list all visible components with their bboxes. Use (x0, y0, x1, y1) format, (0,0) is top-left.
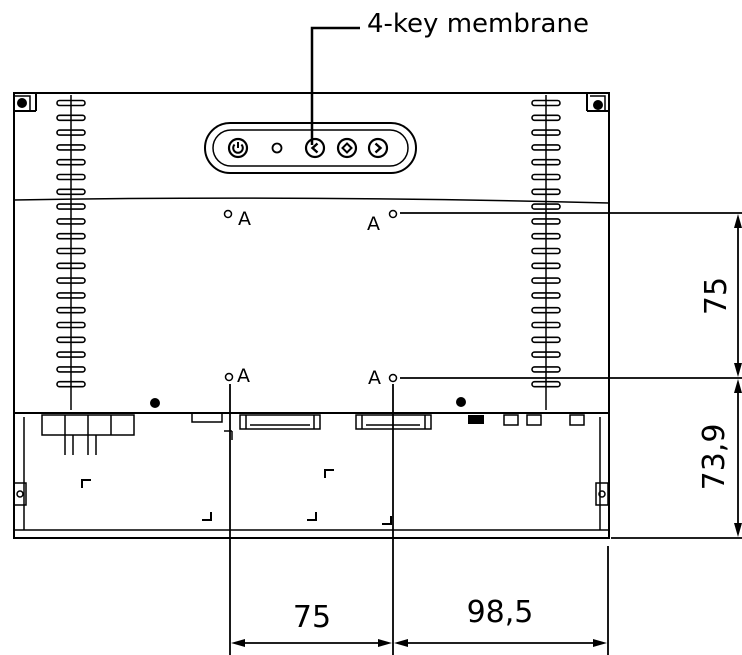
device-outline (13, 92, 610, 539)
vent-fin (56, 144, 86, 151)
vent-fin (56, 366, 86, 373)
enter-icon (341, 142, 353, 154)
device-body (13, 92, 610, 539)
mount-hole-label: A (238, 208, 251, 230)
vent-fin (531, 188, 561, 196)
power-key[interactable] (227, 137, 249, 159)
mount-hole-label: A (237, 365, 250, 387)
mount-hole-bottom-left: A (224, 365, 250, 387)
corner-screw-right (590, 95, 606, 112)
rear-connectors (13, 397, 609, 525)
vent-fin (56, 114, 86, 122)
vent-fin (531, 366, 561, 373)
vent-fin (56, 173, 86, 181)
vent-fin (531, 114, 561, 122)
keypad-outline (204, 122, 417, 174)
indicator-dot-icon (271, 142, 283, 154)
vent-fin (56, 292, 86, 299)
jack-2 (526, 414, 542, 426)
vent-fin (531, 203, 561, 210)
arrow-left-icon (310, 142, 319, 154)
vent-fin (531, 292, 561, 299)
side-latch-left (13, 482, 27, 506)
lid-seam-line (13, 197, 610, 204)
power-icon (232, 142, 244, 154)
mount-hole-bottom-right: A (368, 367, 398, 389)
vent-fin (531, 336, 561, 344)
vent-fin (531, 232, 561, 240)
vent-fin (531, 306, 561, 314)
status-indicator (271, 142, 283, 154)
vent-fin (56, 232, 86, 240)
panel-corner-marks (81, 469, 392, 525)
vent-fin (531, 99, 561, 107)
dip-switch (468, 415, 484, 424)
vent-fin (531, 321, 561, 329)
ground-screw-right (456, 397, 466, 407)
vent-fin (531, 144, 561, 151)
vent-fins-right (531, 95, 561, 410)
vent-fin (56, 218, 86, 225)
vent-fin (56, 321, 86, 329)
dim-horizontal-98-5: 98,5 (394, 595, 607, 647)
vent-fin (56, 99, 86, 107)
vent-fins-left (56, 95, 86, 410)
vent-fin (531, 158, 561, 166)
side-latch-right (595, 482, 609, 506)
vent-fin (531, 380, 561, 388)
vent-fin (56, 380, 86, 388)
corner-screw-left (14, 95, 31, 110)
vent-fin (56, 306, 86, 314)
vent-fin (531, 247, 561, 255)
vent-fin (56, 203, 86, 210)
vent-fin (56, 247, 86, 255)
serial-port-left (239, 414, 321, 430)
jack-3 (569, 414, 585, 426)
mount-hole-label: A (367, 213, 380, 235)
dim-horizontal-75: 75 (231, 600, 392, 647)
vent-fin (56, 336, 86, 344)
vent-fin (56, 158, 86, 166)
vent-fin (531, 129, 561, 136)
jack-1 (503, 414, 519, 426)
callout-leader-line (310, 26, 360, 145)
arrow-right-icon (374, 142, 383, 154)
vent-fin (531, 262, 561, 270)
mount-hole-top-right: A (367, 209, 398, 235)
enter-key[interactable] (336, 137, 358, 159)
vent-fin (531, 351, 561, 358)
mount-hole-top-left: A (223, 208, 251, 230)
vent-fin (56, 129, 86, 136)
dim-label: 75 (699, 277, 734, 315)
vent-fin (56, 262, 86, 270)
membrane-callout: 4-key membrane (310, 9, 589, 145)
left-key[interactable] (304, 137, 326, 159)
dim-label: 98,5 (467, 595, 534, 630)
dim-label: 75 (293, 600, 331, 635)
vent-fin (531, 277, 561, 284)
dim-label: 73,9 (697, 424, 732, 491)
ground-screw-left (150, 398, 160, 408)
right-key[interactable] (367, 137, 389, 159)
vent-fin (56, 351, 86, 358)
mount-hole-label: A (368, 367, 381, 389)
callout-label: 4-key membrane (367, 9, 589, 39)
dim-vertical-75: 75 (699, 214, 742, 377)
terminal-block (41, 414, 135, 455)
dimension-lines: 75 73,9 75 98,5 (229, 212, 742, 655)
vent-fin (531, 173, 561, 181)
vent-fin (56, 188, 86, 196)
connector-tab (191, 412, 223, 423)
membrane-keypad (204, 122, 417, 174)
vent-fin (531, 218, 561, 225)
dim-vertical-73-9: 73,9 (697, 379, 742, 537)
vent-fin (56, 277, 86, 284)
